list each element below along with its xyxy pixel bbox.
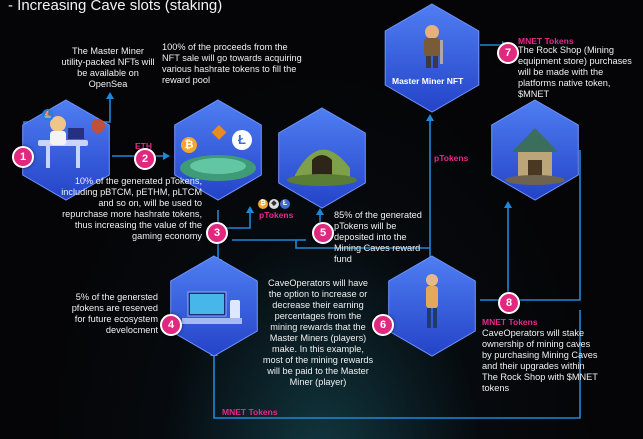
arrow-right-hex2: [163, 152, 170, 160]
mnet-bottom-label: MNET Tokens: [222, 407, 278, 417]
page-title: - Increasing Cave slots (staking): [8, 0, 223, 14]
litecoin-small-icon: Ł: [280, 199, 290, 209]
step-5-badge: 5: [312, 222, 334, 244]
mining-cave-illustration: [287, 149, 357, 186]
bitcoin-icon: ₿: [181, 137, 197, 153]
master-miner-desk-illustration: [38, 116, 105, 168]
line-shop-to-8: [520, 150, 581, 301]
arrow-up-mm: [426, 114, 434, 121]
master-miner-character-illustration: [424, 25, 443, 68]
line-5-to-hex6: [295, 240, 431, 262]
arrow-up-opensea: [106, 92, 114, 99]
step-2-label: ETH: [135, 141, 152, 151]
arrow-up-hex5: [316, 208, 324, 215]
line-bottom-mnet: [213, 310, 581, 419]
litecoin-icon: Ł: [232, 130, 252, 150]
step-3-text: 10% of the generated pTokens, including …: [61, 176, 202, 241]
rock-shop-illustration: [505, 128, 565, 185]
ptokens-coins-label: pTokens: [259, 210, 294, 220]
step-1-badge: 1: [12, 146, 34, 168]
cave-operator-illustration: [426, 274, 438, 328]
step-4-badge: 4: [160, 314, 182, 336]
ptokens-right-label: pTokens: [434, 153, 469, 163]
hex-master-miner-nft: [384, 3, 480, 113]
step-6-badge: 6: [372, 314, 394, 336]
ethereum-small-icon: ◆: [269, 199, 279, 209]
step-1-text: The Master Miner utility-packed NFTs wil…: [61, 46, 155, 89]
line-hex2-coins: [218, 210, 251, 229]
reward-pool-illustration: [180, 155, 256, 181]
ethereum-icon: ◆: [212, 121, 226, 141]
step-5-text: 85% of the generated pTokens will be dep…: [334, 210, 422, 264]
gaming-setup-illustration: [182, 291, 242, 324]
step-8-label: MNET Tokens: [482, 317, 538, 327]
step-8-badge: 8: [498, 292, 520, 314]
opensea-icon: ⛵: [42, 109, 54, 121]
step-2-text: 100% of the proceeds from the NFT sale w…: [162, 42, 302, 85]
step-7-text: The Rock Shop (Mining equipment store) p…: [518, 45, 632, 99]
step-8-text: CaveOperators will stake ownership of mi…: [482, 328, 598, 393]
arrow-up-coins: [246, 206, 254, 213]
step-3-badge: 3: [206, 222, 228, 244]
hex-master-miner-desk: [22, 99, 110, 201]
master-miner-nft-label: Master Miner NFT: [392, 76, 464, 86]
step-7-label: MNET Tokens: [518, 36, 574, 46]
step-6-text: CaveOperators will have the option to in…: [262, 278, 374, 387]
step-7-badge: 7: [497, 42, 519, 64]
bitcoin-small-icon: ₿: [258, 199, 268, 209]
step-4-text: 5% of the genersted pfokens are reserved…: [71, 292, 158, 335]
step-2-badge: 2: [134, 148, 156, 170]
arrow-up-shop: [504, 201, 512, 208]
